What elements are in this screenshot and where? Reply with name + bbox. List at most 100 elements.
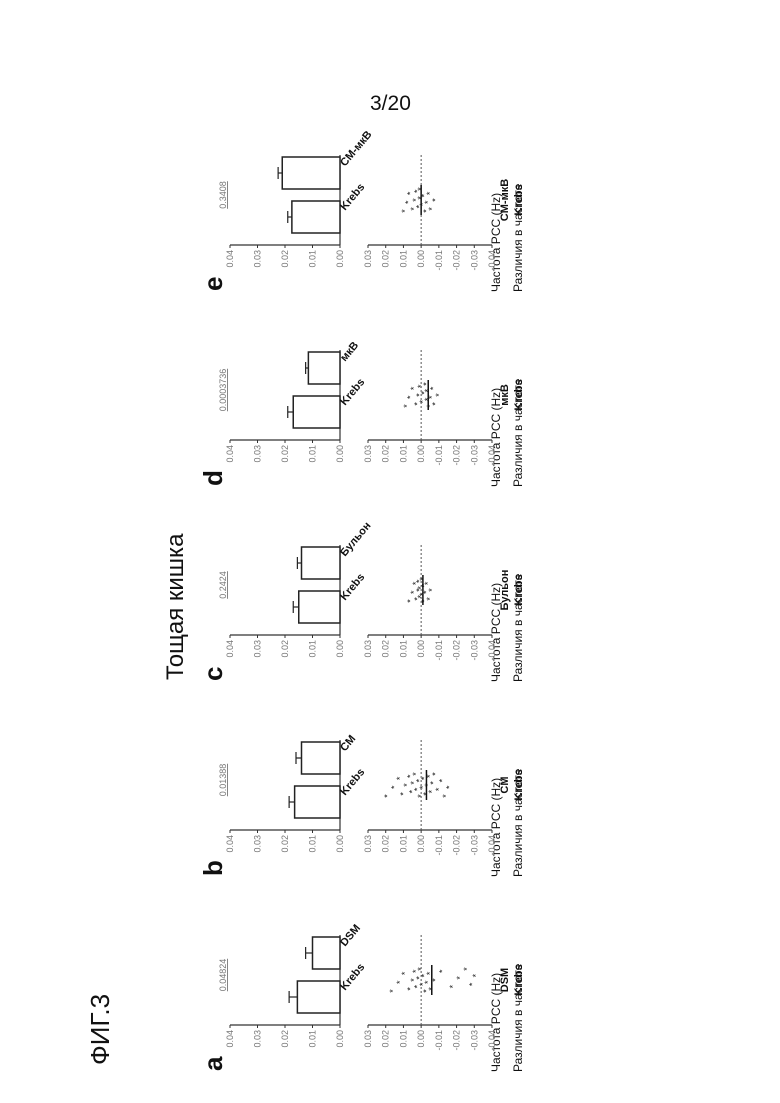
- scatter-tick-label-a-3: 0.00: [416, 1030, 426, 1048]
- region-title: Тощая кишка: [162, 534, 190, 680]
- scatter-point-d-15: *: [434, 393, 444, 397]
- scatter-point-c-14: *: [425, 597, 435, 601]
- scatter-tick-label-b-0: 0.03: [363, 835, 373, 853]
- scatter-point-c-15: *: [427, 588, 437, 592]
- bar-tick-label-d-4: 0.04: [225, 445, 235, 463]
- bar-cat-c-0: Krebs: [338, 571, 367, 603]
- panel-letter-d: d: [200, 470, 228, 486]
- scatter-tick-label-e-2: 0.01: [398, 250, 408, 268]
- bar-tick-label-b-3: 0.03: [253, 835, 263, 853]
- scatter-tick-label-e-7: -0.04: [487, 250, 497, 271]
- scatter-point-a-2: *: [400, 971, 410, 975]
- panel-letter-a: a: [200, 1056, 228, 1071]
- scatter-tick-label-c-5: -0.02: [452, 640, 462, 661]
- scatter-tick-label-d-7: -0.04: [487, 445, 497, 466]
- bar-tick-label-e-1: 0.01: [308, 250, 318, 268]
- bar-tick-label-e-4: 0.04: [225, 250, 235, 268]
- scatter-point-a-16: *: [437, 969, 447, 973]
- scatter-point-e-14: *: [427, 207, 437, 211]
- scatter-tick-label-e-0: 0.03: [363, 250, 373, 268]
- panel-b-svg: bЧастота PCC (Hz)0.000.010.020.030.04Kre…: [200, 685, 530, 880]
- bar-tick-label-d-3: 0.03: [253, 445, 263, 463]
- scatter-tick-label-d-3: 0.00: [416, 445, 426, 463]
- scatter-tick-label-d-0: 0.03: [363, 445, 373, 463]
- scatter-xlabel-sub-e: Krebs: [513, 184, 525, 215]
- bar-cat-e-0: Krebs: [338, 181, 367, 213]
- bar-cat-a-0: Krebs: [338, 961, 367, 993]
- bar-c-1: [302, 547, 341, 579]
- bar-b-0: [295, 786, 340, 818]
- scatter-tick-label-a-1: 0.02: [381, 1030, 391, 1048]
- bar-tick-label-a-0: 0.00: [335, 1030, 345, 1048]
- scatter-point-b-2: *: [395, 776, 405, 780]
- bar-cat-d-1: мкВ: [338, 340, 361, 364]
- scatter-point-a-8: *: [416, 967, 426, 971]
- scatter-point-e-15: *: [430, 198, 440, 202]
- scatter-xlabel-d: мкВ: [499, 384, 511, 406]
- bar-tick-label-e-2: 0.02: [280, 250, 290, 268]
- scatter-point-a-18: *: [455, 976, 465, 980]
- scatter-tick-label-b-5: -0.02: [452, 835, 462, 856]
- panel-b: bЧастота PCC (Hz)0.000.010.020.030.04Kre…: [200, 685, 530, 880]
- bar-b-1: [302, 742, 341, 774]
- scatter-point-b-20: *: [434, 787, 444, 791]
- panel-d-svg: dЧастота PCC (Hz)0.000.010.020.030.04Kre…: [200, 295, 530, 490]
- scatter-tick-label-c-3: 0.00: [416, 640, 426, 658]
- bar-cat-b-0: Krebs: [338, 766, 367, 798]
- bar-tick-label-a-4: 0.04: [225, 1030, 235, 1048]
- scatter-point-b-19: *: [430, 772, 440, 776]
- scatter-tick-label-d-6: -0.03: [469, 445, 479, 466]
- panel-a-svg: aЧастота PCC (Hz)0.000.010.020.030.04Kre…: [200, 880, 530, 1075]
- bar-a-1: [313, 937, 341, 969]
- scatter-point-a-13: *: [425, 971, 435, 975]
- scatter-tick-label-d-1: 0.02: [381, 445, 391, 463]
- scatter-tick-label-c-6: -0.03: [469, 640, 479, 661]
- panel-letter-c: c: [200, 667, 228, 681]
- scatter-xlabel-sub-a: Krebs: [513, 964, 525, 995]
- scatter-tick-label-c-0: 0.03: [363, 640, 373, 658]
- bar-tick-label-a-2: 0.02: [280, 1030, 290, 1048]
- scatter-tick-label-a-6: -0.03: [469, 1030, 479, 1051]
- scatter-tick-label-b-6: -0.03: [469, 835, 479, 856]
- scatter-xlabel-sub-c: Krebs: [513, 574, 525, 605]
- bar-tick-label-e-0: 0.00: [335, 250, 345, 268]
- panel-e-svg: eЧастота PCC (Hz)0.000.010.020.030.04Kre…: [200, 100, 530, 295]
- bar-e-0: [292, 201, 340, 233]
- bar-tick-label-d-1: 0.01: [308, 445, 318, 463]
- scatter-point-b-22: *: [441, 794, 451, 798]
- bar-tick-label-c-4: 0.04: [225, 640, 235, 658]
- scatter-tick-label-e-6: -0.03: [469, 250, 479, 271]
- p-value-d: 0.0003736: [218, 369, 228, 412]
- scatter-point-a-19: *: [462, 967, 472, 971]
- bar-cat-e-1: CM-мкВ: [338, 129, 374, 169]
- scatter-point-c-13: *: [423, 581, 433, 585]
- scatter-tick-label-d-2: 0.01: [398, 445, 408, 463]
- scatter-tick-label-a-2: 0.01: [398, 1030, 408, 1048]
- bar-tick-label-b-1: 0.01: [308, 835, 318, 853]
- bar-d-0: [293, 396, 340, 428]
- scatter-point-e-13: *: [425, 191, 435, 195]
- scatter-xlabel-b: CM: [499, 776, 511, 793]
- scatter-tick-label-a-4: -0.01: [434, 1030, 444, 1051]
- p-value-c: 0.2424: [218, 571, 228, 599]
- bar-tick-label-a-1: 0.01: [308, 1030, 318, 1048]
- scatter-tick-label-d-5: -0.02: [452, 445, 462, 466]
- scatter-point-b-0: *: [382, 794, 392, 798]
- bar-cat-c-1: Бульон: [338, 520, 373, 559]
- scatter-tick-label-b-2: 0.01: [398, 835, 408, 853]
- bar-cat-a-1: DSM: [338, 922, 363, 948]
- panel-c: cЧастота PCC (Hz)0.000.010.020.030.04Kre…: [200, 490, 530, 685]
- scatter-point-a-20: *: [468, 982, 478, 986]
- bar-d-1: [308, 352, 340, 384]
- scatter-point-b-1: *: [390, 785, 400, 789]
- scatter-tick-label-c-4: -0.01: [434, 640, 444, 661]
- figure-label: ФИГ.3: [85, 994, 116, 1065]
- scatter-tick-label-b-7: -0.04: [487, 835, 497, 856]
- scatter-xlabel-sub-b: Krebs: [513, 769, 525, 800]
- scatter-point-a-17: *: [448, 984, 458, 988]
- bar-c-0: [299, 591, 340, 623]
- bar-tick-label-c-2: 0.02: [280, 640, 290, 658]
- p-value-b: 0.01388: [218, 764, 228, 797]
- panel-a: aЧастота PCC (Hz)0.000.010.020.030.04Kre…: [200, 880, 530, 1075]
- bar-cat-d-0: Krebs: [338, 376, 367, 408]
